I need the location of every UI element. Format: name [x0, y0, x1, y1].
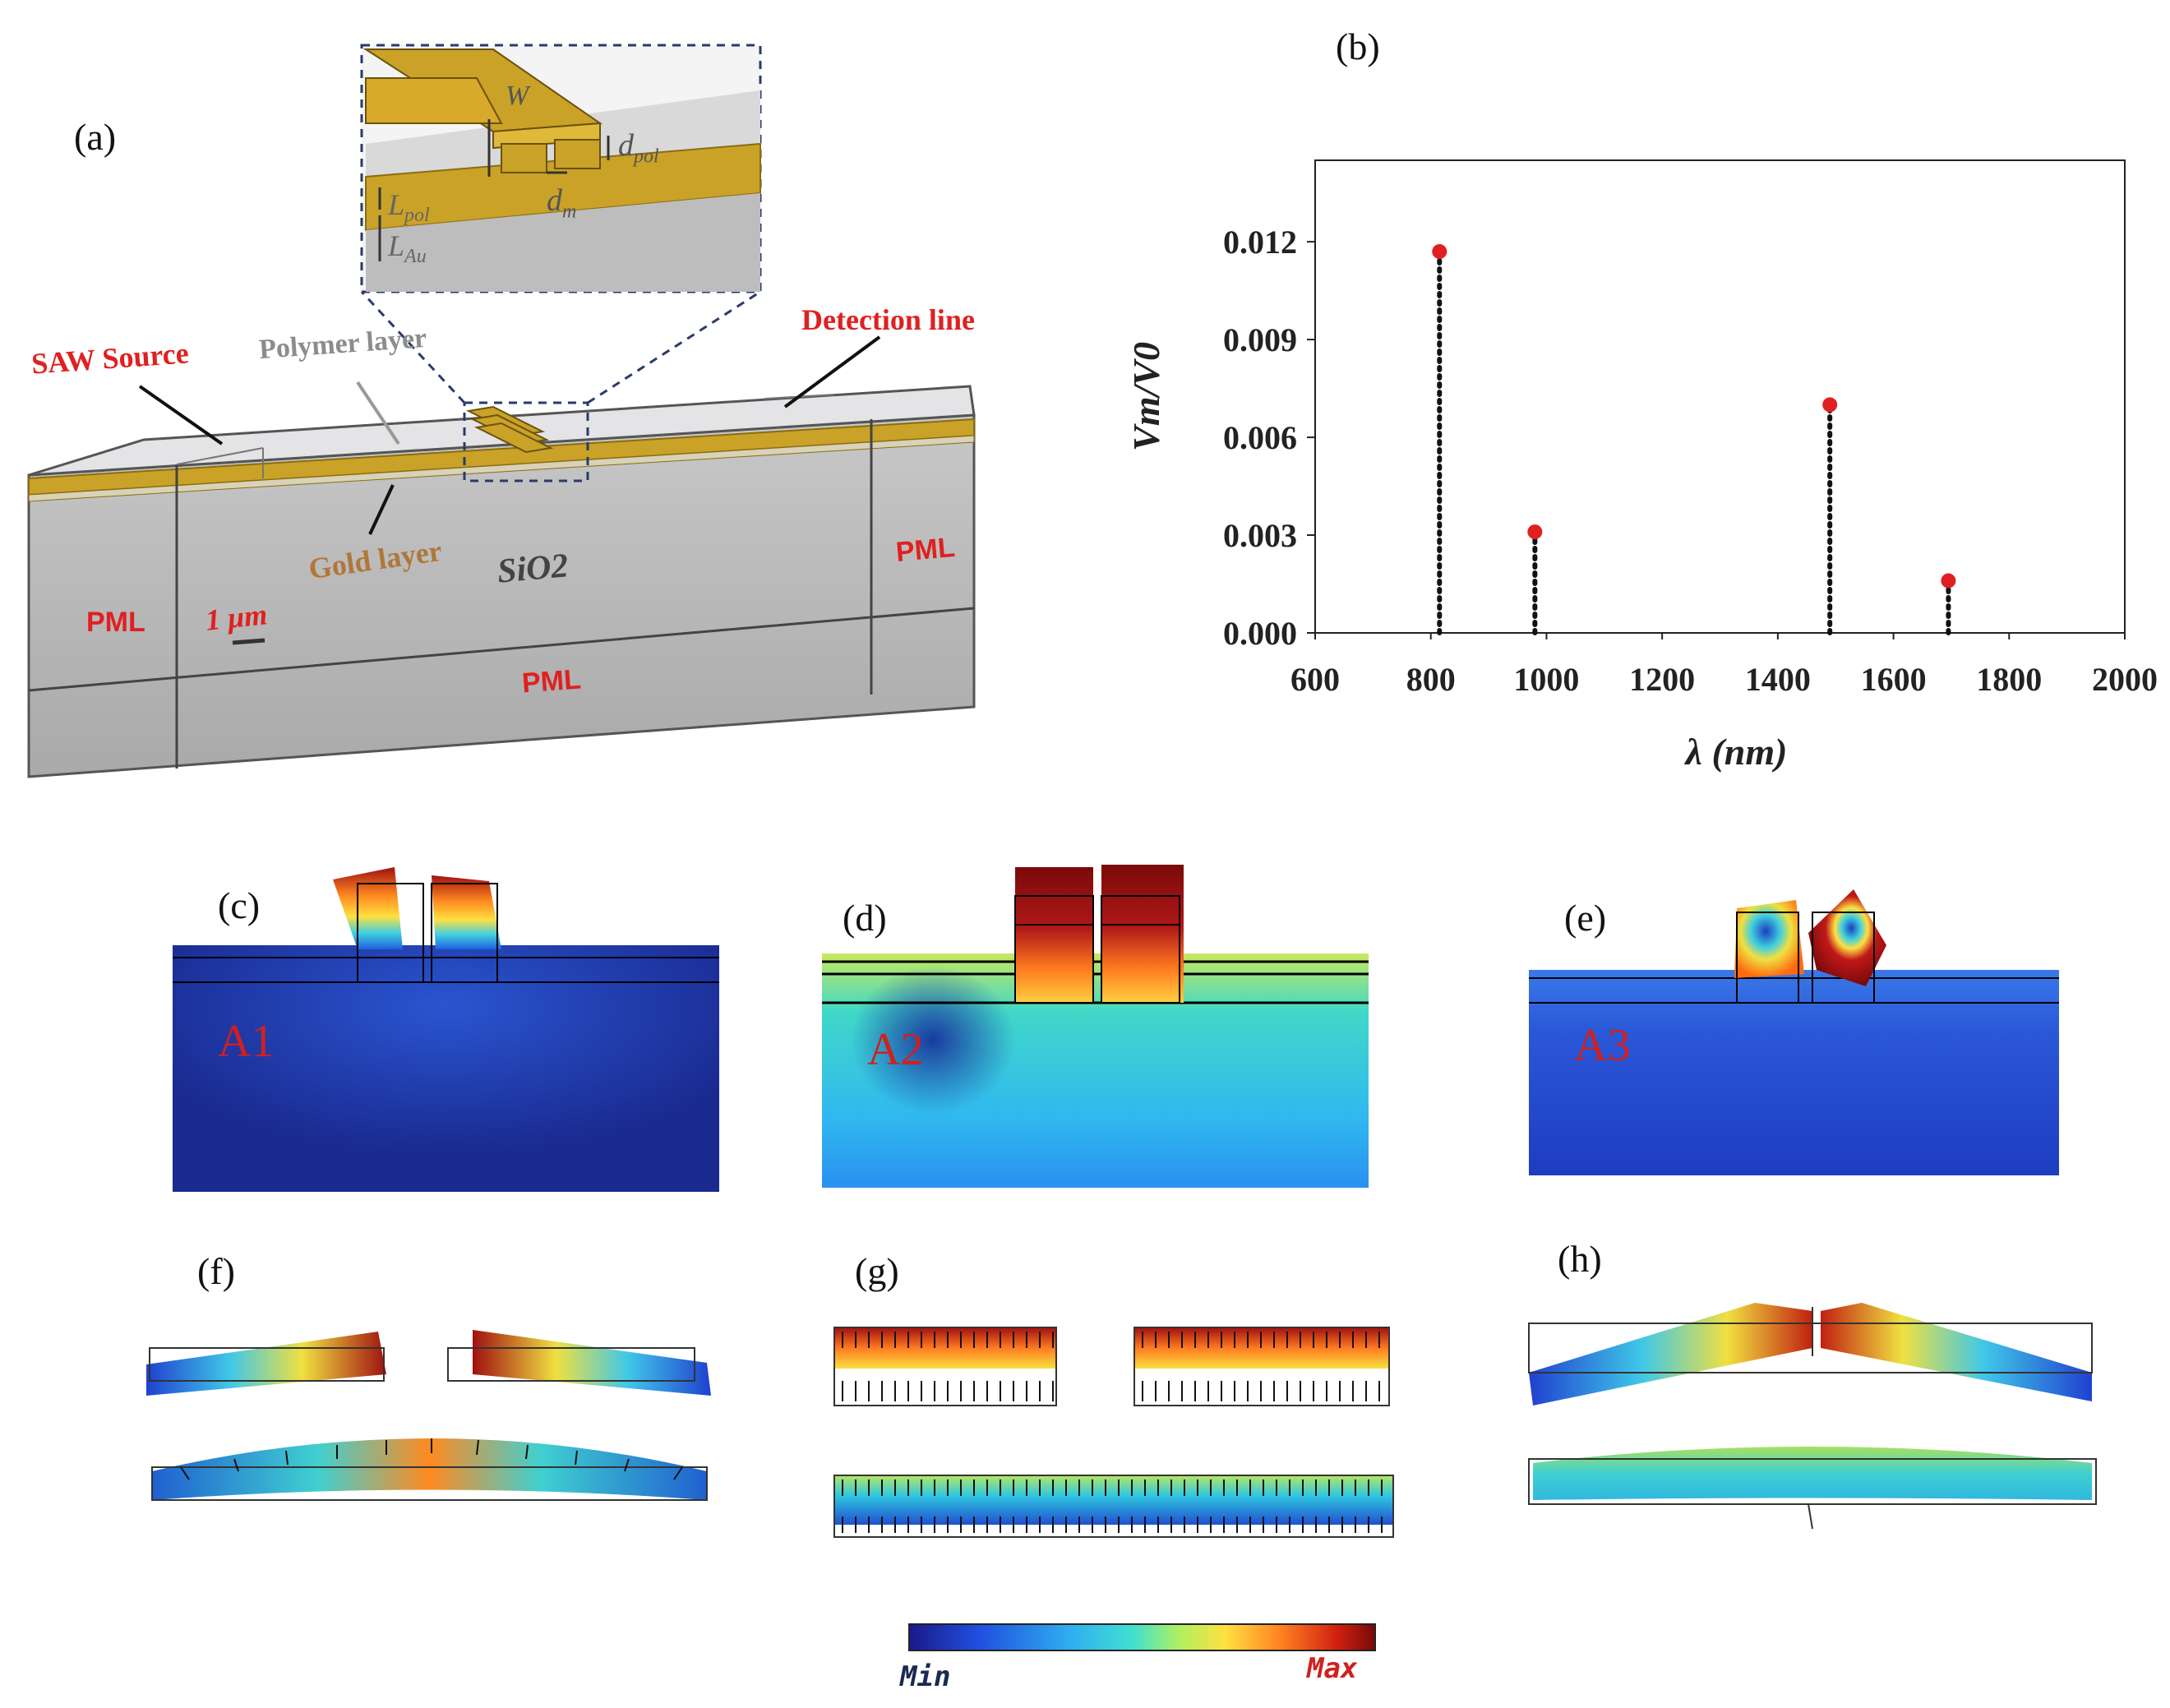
panel-h-label: (h): [1558, 1238, 1602, 1280]
mode-a3-label: A3: [1574, 1020, 1631, 1071]
device-schematic: [27, 44, 976, 778]
panel-e-label: (e): [1564, 897, 1607, 939]
panel-h: (h): [1517, 1225, 2108, 1537]
mode-a2-displacement: [833, 1327, 1394, 1538]
detection-line-label: Detection line: [801, 303, 975, 336]
colorbar: [908, 1623, 1376, 1651]
x-tick-label: 1400: [1745, 661, 1811, 698]
inset-3d-view: [362, 48, 761, 292]
x-tick-label: 2000: [2092, 661, 2158, 698]
panel-c-label: (c): [218, 884, 261, 926]
electrode-pair: [465, 405, 554, 454]
inset-dm-label: dm: [547, 183, 577, 223]
sio2-label: SiO2: [496, 547, 570, 591]
pml-bottom-label: PML: [520, 663, 582, 699]
inset-dpol-label: dpol: [618, 128, 659, 168]
panel-d: (d) A2: [818, 847, 1377, 1192]
x-tick-label: 1600: [1861, 661, 1927, 698]
displacement-arrows: [180, 1438, 683, 1480]
panel-a-label: (a): [74, 116, 117, 158]
panel-c: (c) A1: [164, 847, 723, 1200]
panel-f-label: (f): [197, 1250, 235, 1292]
mode-a3-field: [1529, 889, 2059, 1175]
y-tick-label: 0.000: [1223, 615, 1297, 652]
panel-b: (b) 0.000 0.003 0.006 0.009 0.012 600 800 1000 1…: [1093, 0, 2170, 806]
mode-a1-displacement: [146, 1330, 711, 1501]
data-point: [1941, 573, 1956, 589]
mode-a2-label: A2: [867, 1024, 924, 1075]
mode-a2-field: [822, 865, 1369, 1188]
colorbar-max-label: Max: [1307, 1652, 1358, 1685]
panel-g-label: (g): [855, 1250, 899, 1292]
data-point: [1432, 244, 1447, 260]
x-tick-label: 1800: [1976, 661, 2042, 698]
x-tick-label: 600: [1290, 661, 1340, 698]
pml-right-label: PML: [894, 531, 957, 569]
mode-a3-displacement: [1528, 1303, 2097, 1530]
panel-e: (e) A3: [1525, 855, 2084, 1184]
colorbar-min-label: Min: [900, 1660, 951, 1693]
panel-a: (a): [0, 0, 1069, 806]
mode-a1-field: [173, 867, 719, 1192]
chart-b: 0.000 0.003 0.006 0.009 0.012 600 800 1000 1200 1…: [1125, 159, 2158, 773]
y-tick-label: 0.003: [1223, 517, 1297, 554]
panel-f: (f): [140, 1233, 732, 1545]
inset-lau-label: LAu: [388, 229, 427, 268]
panel-g: (g): [822, 1233, 1414, 1545]
x-tick-label: 1200: [1629, 661, 1695, 698]
y-tick-label: 0.012: [1223, 224, 1297, 261]
plot-frame: [1314, 159, 2126, 634]
inset-lpol-label: Lpol: [388, 188, 430, 227]
panel-d-label: (d): [843, 897, 887, 939]
data-point: [1822, 397, 1838, 413]
y-tick-label: 0.009: [1223, 321, 1297, 358]
displacement-arrows: [842, 1332, 1383, 1533]
panel-b-label: (b): [1336, 25, 1380, 67]
x-tick-label: 1000: [1513, 661, 1579, 698]
data-point: [1527, 524, 1543, 540]
pml-left-label: PML: [86, 607, 145, 638]
x-tick-label: 800: [1406, 661, 1456, 698]
scale-bar-label: 1 μm: [204, 598, 269, 637]
y-axis-label: Vm/V0: [1125, 342, 1167, 451]
inset-w-label: W: [506, 81, 529, 111]
x-axis-label: λ (nm): [1684, 731, 1788, 773]
mode-a1-label: A1: [218, 1016, 275, 1067]
y-tick-label: 0.006: [1223, 419, 1297, 456]
